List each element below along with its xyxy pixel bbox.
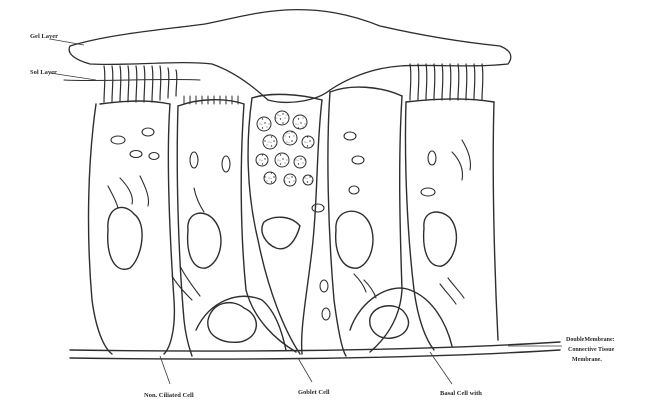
goblet-cell-leader	[298, 358, 312, 382]
cell-outlines	[89, 87, 498, 356]
non-ciliated-cell-leader	[160, 356, 170, 384]
label-membrane: Membrane.	[572, 357, 602, 363]
label-double-membrane: DoubleMembrane:	[566, 337, 615, 343]
label-sol-layer: Sol Layer	[30, 69, 57, 76]
gel-layer	[69, 10, 511, 103]
cilia-left	[104, 66, 177, 102]
goblet-granules	[256, 111, 314, 186]
basal-cell-leader	[430, 352, 452, 384]
nuclei	[108, 207, 457, 342]
basement-membrane-upper	[70, 342, 560, 351]
label-goblet-cell: Goblet Cell	[298, 389, 330, 396]
label-connective-tissue: Connective Tissue	[568, 347, 615, 353]
cilia-right	[410, 64, 483, 100]
label-basal-cell: Basal Cell with	[440, 390, 482, 397]
label-non-ciliated-cell: Non. Ciliated Cell	[144, 392, 194, 399]
organelles	[108, 128, 471, 320]
label-gel-layer: Gel Layer	[30, 33, 58, 40]
sol-layer-boundary	[64, 79, 200, 80]
